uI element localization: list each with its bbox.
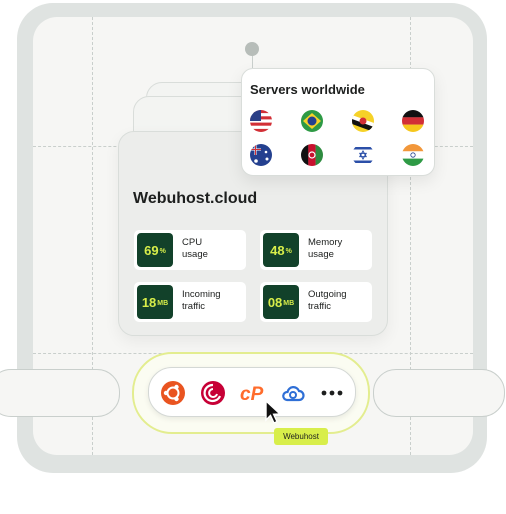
stat-unit: % xyxy=(285,248,292,255)
stat-value: 69 xyxy=(144,242,159,258)
israel-flag-icon[interactable] xyxy=(352,144,374,166)
stat-unit: MB xyxy=(283,300,295,307)
more-icon[interactable] xyxy=(319,380,345,406)
app-dock: cP xyxy=(148,367,356,417)
india-flag-icon[interactable] xyxy=(402,144,424,166)
germany-flag-icon[interactable] xyxy=(402,110,424,132)
afghanistan-flag-icon[interactable] xyxy=(301,144,323,166)
stat-value: 18 xyxy=(141,294,157,310)
right-side-pill xyxy=(373,369,505,417)
left-side-pill xyxy=(0,369,120,417)
stat-badge: 69% xyxy=(137,233,173,267)
brazil-flag-icon[interactable] xyxy=(301,110,323,132)
usa-flag-icon[interactable] xyxy=(250,110,272,132)
svg-text:cP: cP xyxy=(240,384,264,405)
panel-title: Webuhost.cloud xyxy=(133,190,258,207)
cloud-icon[interactable] xyxy=(280,380,306,406)
servers-title: Servers worldwide xyxy=(250,82,365,97)
grid-line xyxy=(410,17,411,455)
stat-badge: 48% xyxy=(263,233,299,267)
debian-icon[interactable] xyxy=(200,380,226,406)
stat-unit: % xyxy=(159,248,166,255)
dock-tooltip: Webuhost xyxy=(274,428,328,445)
stat-value: 48 xyxy=(270,242,285,258)
grid-line xyxy=(92,17,93,455)
brunei-flag-icon[interactable] xyxy=(352,110,374,132)
stat-value: 08 xyxy=(267,294,283,310)
ubuntu-icon[interactable] xyxy=(160,380,186,406)
stat-unit: MB xyxy=(157,300,169,307)
australia-flag-icon[interactable] xyxy=(250,144,272,166)
cpanel-icon[interactable]: cP xyxy=(239,380,265,406)
cursor-icon xyxy=(264,399,282,426)
pin-stem xyxy=(252,51,253,68)
servers-card: Servers worldwide xyxy=(241,68,435,176)
pin-icon xyxy=(245,42,259,56)
